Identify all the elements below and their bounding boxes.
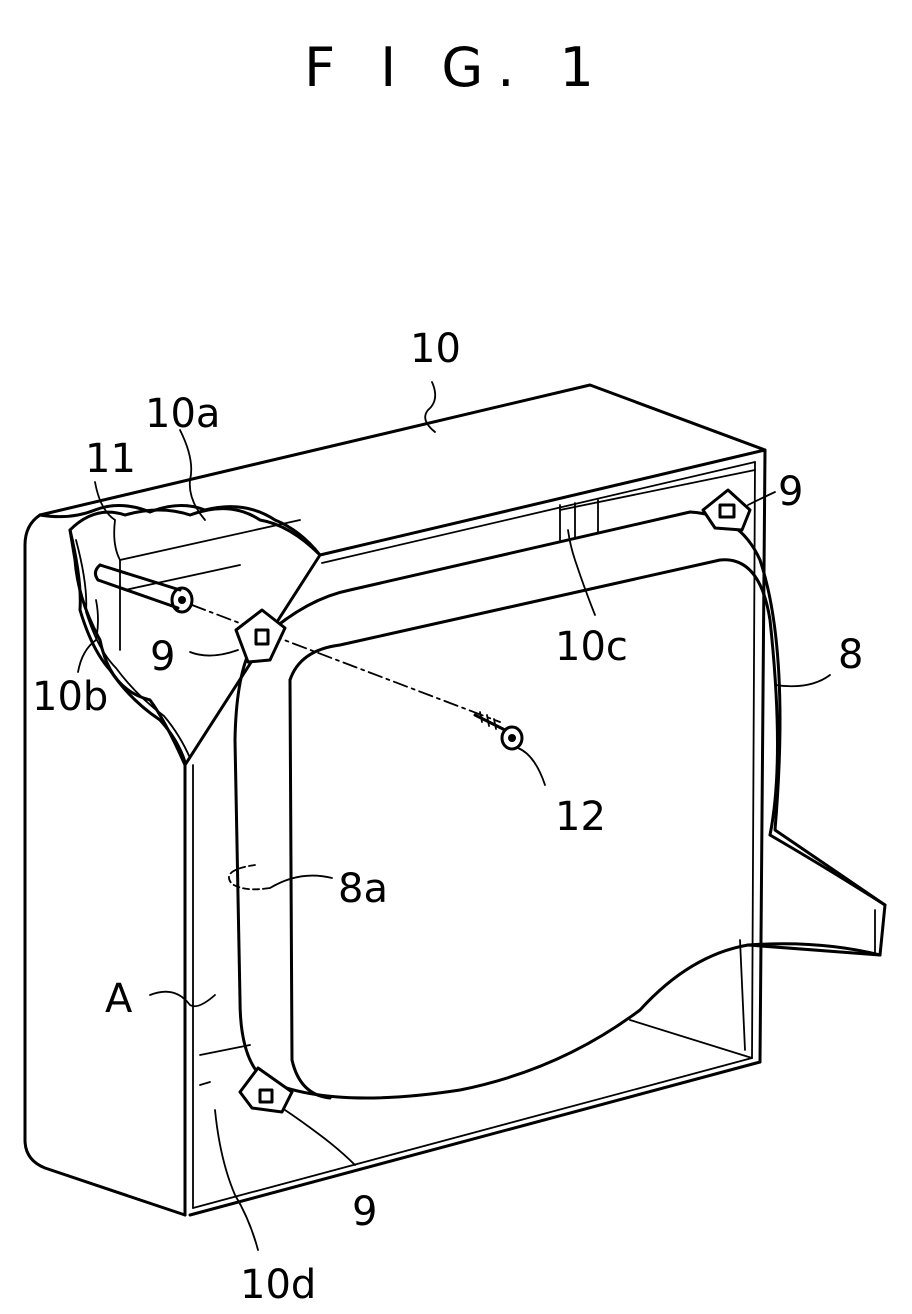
- bracket-9-top-left: [236, 610, 285, 662]
- figure-title: F I G. 1: [0, 36, 912, 99]
- label-8: 8: [838, 632, 863, 678]
- label-10a: 10a: [145, 391, 220, 437]
- label-8a: 8a: [338, 866, 388, 912]
- label-10d: 10d: [240, 1262, 316, 1308]
- bracket-9-bottom: [240, 1068, 292, 1112]
- label-9-top-left: 9: [150, 634, 175, 680]
- label-11: 11: [85, 436, 136, 482]
- label-9-top-right: 9: [778, 469, 803, 515]
- label-12: 12: [555, 794, 606, 840]
- label-9-bottom: 9: [352, 1189, 377, 1235]
- frame-10: [25, 385, 765, 1215]
- label-10c: 10c: [555, 624, 628, 670]
- bracket-9-top-right: [703, 490, 750, 530]
- rod-11: [95, 565, 192, 612]
- screw-12: [475, 712, 522, 749]
- label-10b: 10b: [32, 674, 108, 720]
- label-10: 10: [410, 326, 461, 372]
- label-A: A: [105, 976, 133, 1022]
